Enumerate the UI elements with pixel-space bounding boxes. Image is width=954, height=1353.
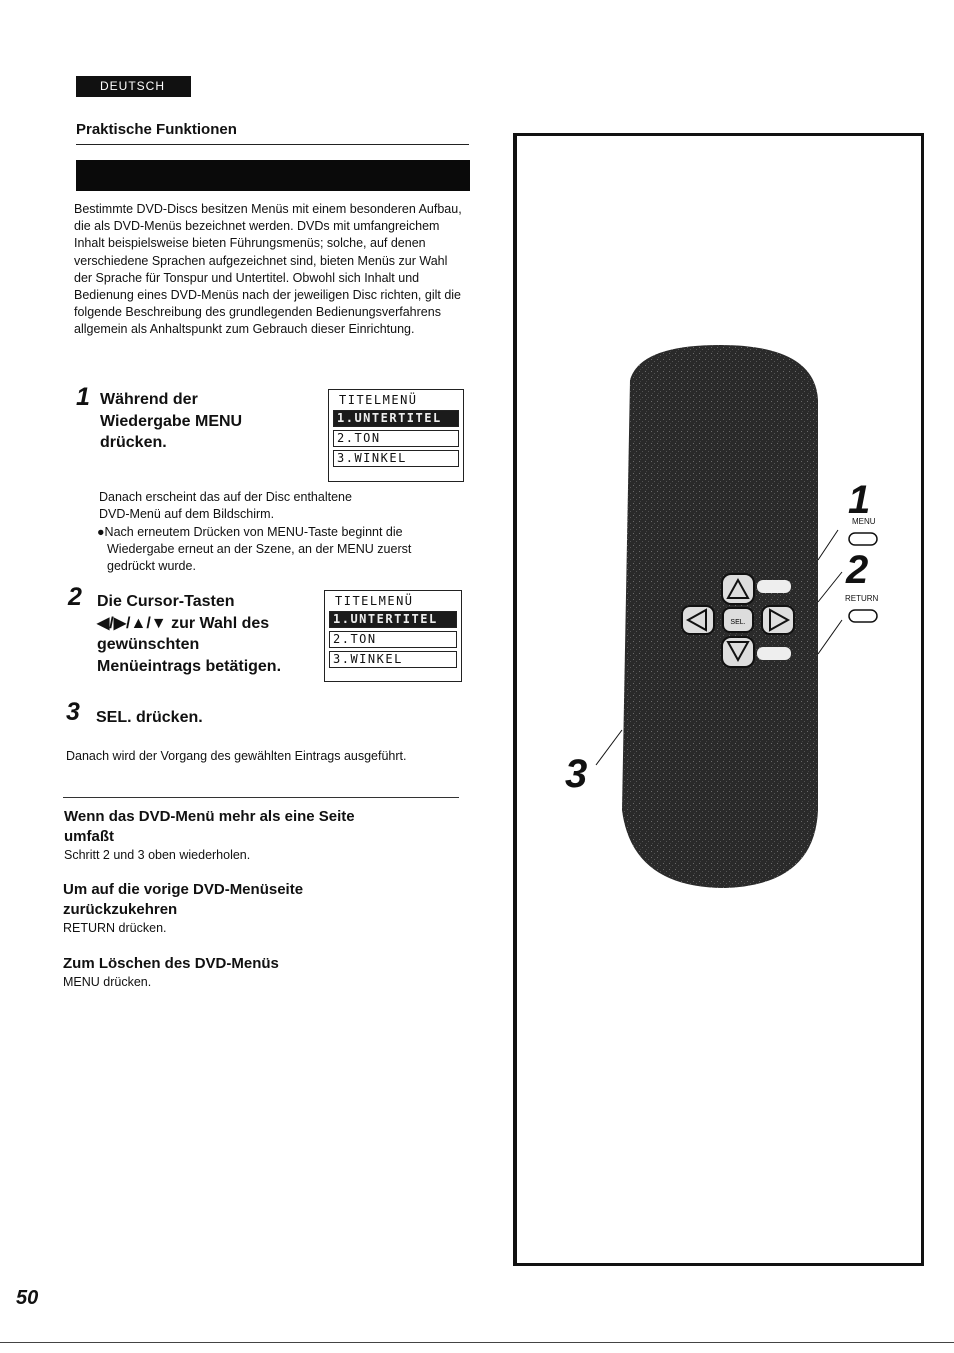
menu-item-untertitel: 1.UNTERTITEL bbox=[333, 410, 459, 427]
section-divider bbox=[63, 797, 459, 798]
bullet-line: ●Nach erneutem Drücken von MENU-Taste be… bbox=[97, 525, 403, 539]
step-3-title: SEL. drücken. bbox=[96, 709, 203, 726]
step-1-note: Danach erscheint das auf der Disc enthal… bbox=[99, 489, 352, 523]
menu-title: TITELMENÜ bbox=[339, 393, 418, 407]
footer-rule bbox=[0, 1342, 954, 1343]
subsection-title: Um auf die vorige DVD-Menüseite bbox=[63, 881, 304, 898]
step-1-title-line: drücken. bbox=[100, 434, 167, 451]
sel-label: SEL. bbox=[730, 619, 745, 626]
bullet-line: Wiedergabe erneut an der Szene, an der M… bbox=[107, 542, 412, 556]
menu-button-side bbox=[848, 532, 878, 546]
step-2-number: 2 bbox=[68, 583, 82, 611]
callout-3: 3 bbox=[565, 752, 588, 796]
step-1-title-line: Wiedergabe MENU bbox=[100, 412, 243, 430]
bullet-line: gedrückt wurde. bbox=[107, 559, 196, 573]
remote-control-illustration: SEL. bbox=[595, 345, 878, 888]
intro-paragraph: Bestimmte DVD-Discs besitzen Menüs mit e… bbox=[74, 202, 462, 337]
return-button-side bbox=[848, 609, 878, 623]
subsection-text: RETURN drücken. bbox=[63, 921, 167, 935]
step-1-title: Während der Wiedergabe MENU drücken. bbox=[100, 389, 242, 454]
illustration-frame bbox=[513, 133, 924, 1266]
subsection-clear-menu: Zum Löschen des DVD-Menüs MENU drücken. bbox=[63, 954, 279, 991]
step-1-number: 1 bbox=[76, 383, 90, 411]
menu-button-highlight bbox=[757, 580, 791, 593]
menu-item-ton: 2.TON bbox=[333, 430, 459, 447]
subsection-title: Zum Löschen des DVD-Menüs bbox=[63, 955, 279, 972]
step-2-title-line: ◀/▶/▲/▼ zur Wahl des bbox=[97, 614, 270, 632]
cursor-left-button bbox=[681, 605, 715, 635]
subsection-title: umfaßt bbox=[64, 828, 114, 845]
subsection-previous-page: Um auf die vorige DVD-Menüseite zurückzu… bbox=[63, 880, 303, 937]
menu-item-winkel: 3.WINKEL bbox=[329, 651, 457, 668]
remote-body bbox=[622, 345, 818, 888]
note-line: Danach erscheint das auf der Disc enthal… bbox=[99, 490, 352, 504]
step-1-bullet: ●Nach erneutem Drücken von MENU-Taste be… bbox=[97, 524, 411, 575]
menu-item-winkel: 3.WINKEL bbox=[333, 450, 459, 467]
step-3-number: 3 bbox=[66, 698, 80, 726]
cursor-down-button bbox=[721, 636, 755, 668]
subsection-title: zurückzukehren bbox=[63, 901, 178, 918]
page-number: 50 bbox=[16, 1287, 39, 1309]
section-divider bbox=[76, 144, 469, 145]
step-1-menu-screen: TITELMENÜ 1.UNTERTITEL 2.TON 3.WINKEL bbox=[328, 389, 464, 482]
subsection-title: Wenn das DVD-Menü mehr als eine Seite bbox=[64, 808, 355, 825]
heading-bar bbox=[76, 160, 470, 191]
section-title: Praktische Funktionen bbox=[76, 121, 237, 138]
cursor-right-button bbox=[761, 605, 795, 635]
subsection-multipage: Wenn das DVD-Menü mehr als eine Seite um… bbox=[64, 807, 355, 864]
sel-button: SEL. bbox=[722, 607, 754, 633]
note-line: DVD-Menü auf dem Bildschirm. bbox=[99, 507, 275, 521]
return-button-highlight bbox=[757, 647, 791, 660]
cursor-up-button bbox=[721, 573, 755, 605]
step-2-title-line: Die Cursor-Tasten bbox=[97, 593, 235, 610]
return-label: RETURN bbox=[845, 594, 879, 603]
menu-item-ton: 2.TON bbox=[329, 631, 457, 648]
callout-2: 2 bbox=[846, 548, 869, 592]
step-1-title-line: Während der bbox=[100, 391, 198, 408]
callout-1: 1 bbox=[848, 478, 871, 522]
step-2-title: Die Cursor-Tasten ◀/▶/▲/▼ zur Wahl des g… bbox=[97, 591, 281, 677]
step-3-note: Danach wird der Vorgang des gewählten Ei… bbox=[66, 749, 407, 763]
step-2-title-line: gewünschten bbox=[97, 636, 200, 653]
step-2-title-line: Menüeintrags betätigen. bbox=[97, 657, 282, 675]
language-tab: DEUTSCH bbox=[76, 76, 191, 97]
step-2-menu-screen: TITELMENÜ 1.UNTERTITEL 2.TON 3.WINKEL bbox=[324, 590, 462, 682]
menu-title: TITELMENÜ bbox=[335, 594, 414, 608]
subsection-text: MENU drücken. bbox=[63, 975, 152, 989]
subsection-text: Schritt 2 und 3 oben wiederholen. bbox=[64, 848, 251, 862]
menu-label: MENU bbox=[852, 517, 876, 526]
menu-item-untertitel: 1.UNTERTITEL bbox=[329, 611, 457, 628]
